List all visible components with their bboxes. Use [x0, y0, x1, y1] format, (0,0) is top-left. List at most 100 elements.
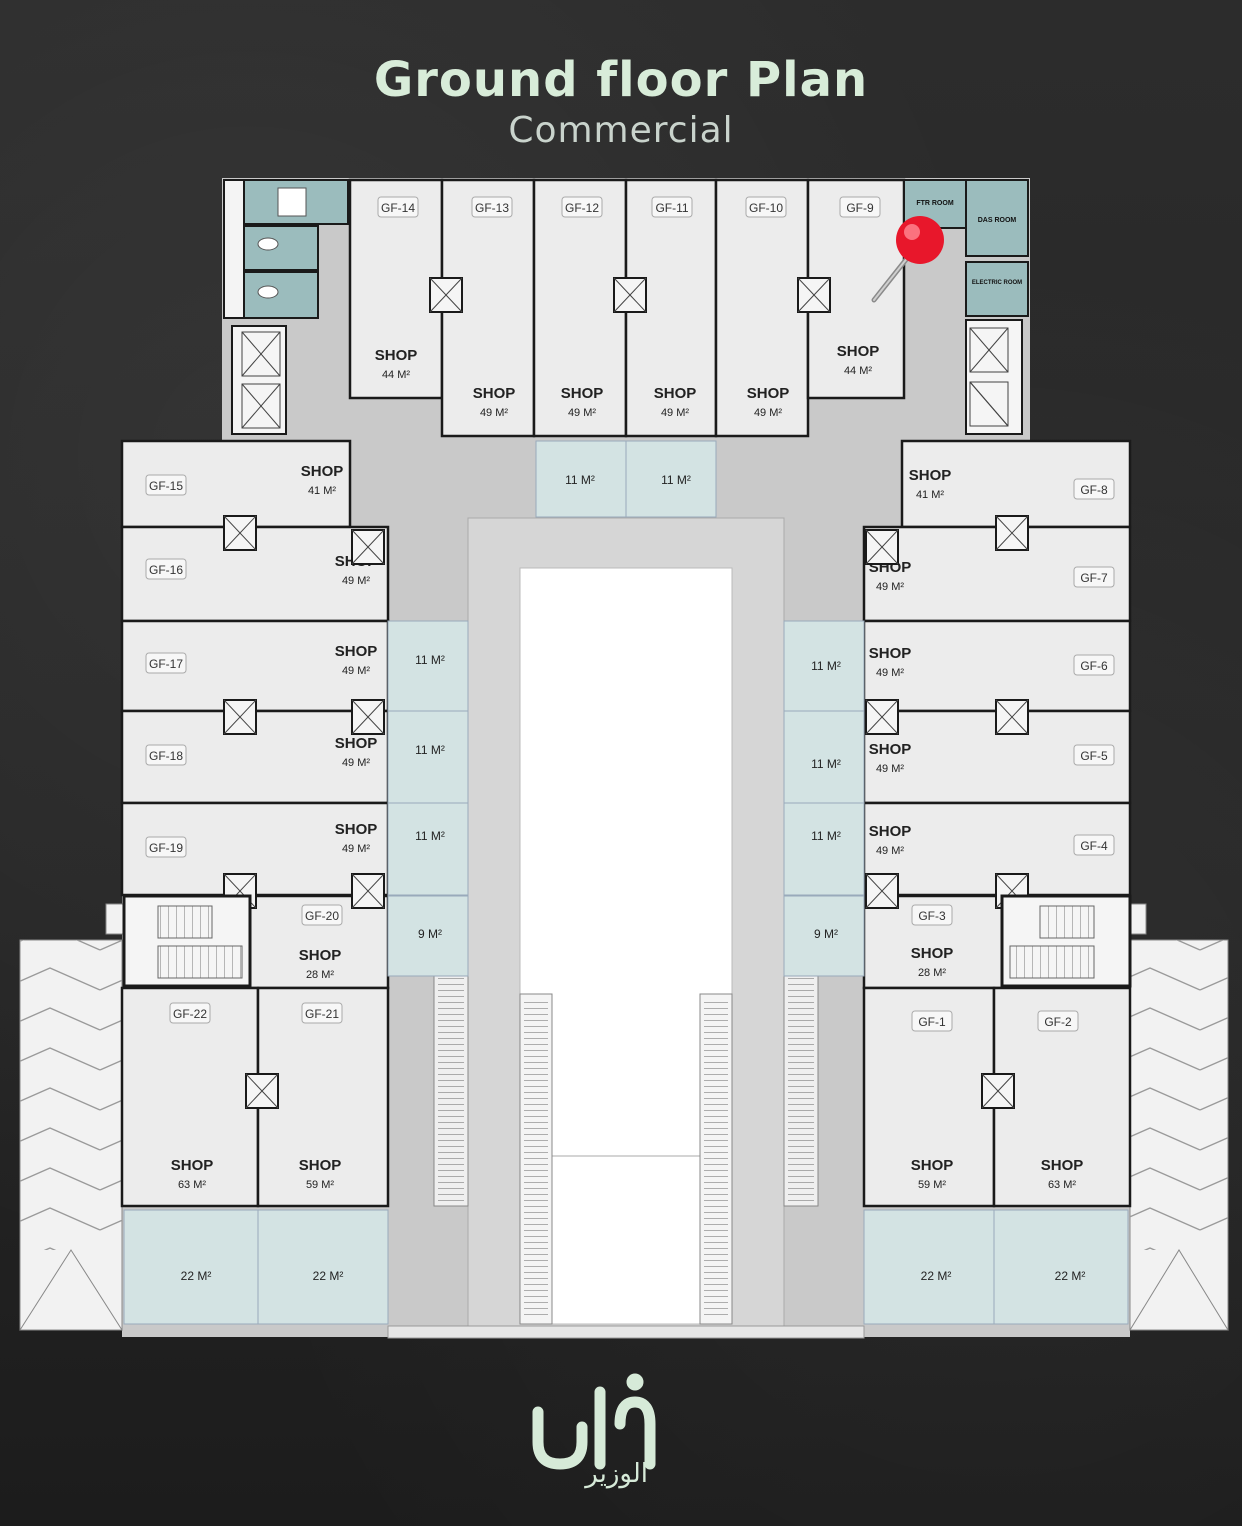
unit-area: 63 M²: [1048, 1179, 1076, 1191]
shop-unit-gf-6[interactable]: GF-6 SHOP 49 M²: [862, 619, 1132, 713]
unit-tag: [1037, 1010, 1079, 1032]
kiosk-unit[interactable]: 11 M²: [625, 440, 717, 518]
unit-id: GF-5: [1080, 749, 1108, 763]
unit-area: 41 M²: [308, 485, 336, 497]
shaft-icon: [865, 873, 899, 909]
unit-tag: [145, 652, 187, 674]
shop-unit-gf-15[interactable]: GF-15 SHOP 41 M²: [120, 439, 352, 529]
kiosk-unit[interactable]: 11 M²: [387, 710, 469, 804]
kiosk-unit[interactable]: 22 M²: [257, 1209, 389, 1325]
kiosk-unit[interactable]: 22 M²: [863, 1209, 995, 1325]
unit-type: SHOP: [869, 741, 912, 758]
unit-id: GF-9: [846, 201, 874, 215]
unit-area: 49 M²: [876, 581, 904, 593]
brand-logo: الوزير: [520, 1372, 720, 1496]
unit-id: GF-4: [1080, 839, 1108, 853]
unit-id: GF-6: [1080, 659, 1108, 673]
kiosk-area: 11 M²: [415, 743, 445, 757]
unit-area: 44 M²: [382, 369, 410, 381]
location-pin-icon[interactable]: [871, 216, 944, 303]
unit-tag: [911, 904, 953, 926]
shaft-icon: [995, 699, 1029, 735]
unit-tag: [169, 1002, 211, 1024]
kiosk-unit[interactable]: 9 M²: [783, 895, 865, 977]
unit-id: GF-2: [1044, 1015, 1072, 1029]
unit-type: SHOP: [473, 385, 516, 402]
kiosk-area: 22 M²: [921, 1269, 952, 1283]
shaft-icon: [865, 529, 899, 565]
unit-tag: [145, 744, 187, 766]
unit-tag: [301, 904, 343, 926]
unit-tag: [911, 1010, 953, 1032]
unit-tag: [145, 474, 187, 496]
unit-area: 49 M²: [876, 845, 904, 857]
unit-tag: [471, 196, 513, 218]
shaft-icon: [429, 277, 463, 313]
unit-id: GF-12: [565, 201, 599, 215]
kiosk-unit[interactable]: 22 M²: [123, 1209, 259, 1325]
kiosk-unit[interactable]: 11 M²: [783, 620, 865, 712]
unit-type: SHOP: [869, 645, 912, 662]
shaft-icon: [223, 699, 257, 735]
unit-type: SHOP: [335, 821, 378, 838]
kiosk-area: 11 M²: [811, 757, 841, 771]
kiosk-unit[interactable]: 11 M²: [535, 440, 627, 518]
shaft-icon: [797, 277, 831, 313]
unit-id: GF-1: [918, 1015, 946, 1029]
shaft-icon: [223, 515, 257, 551]
unit-id: GF-20: [305, 909, 339, 923]
unit-area: 49 M²: [342, 843, 370, 855]
unit-area: 28 M²: [306, 969, 334, 981]
unit-id: GF-22: [173, 1007, 207, 1021]
elevators: [231, 319, 1023, 435]
das-room-label: DAS ROOM: [978, 217, 1017, 224]
unit-area: 49 M²: [661, 407, 689, 419]
unit-id: GF-13: [475, 201, 509, 215]
unit-area: 41 M²: [916, 489, 944, 501]
shaft-icon: [865, 699, 899, 735]
kiosk-unit[interactable]: 11 M²: [783, 802, 865, 896]
unit-tag: [145, 836, 187, 858]
unit-id: GF-21: [305, 1007, 339, 1021]
unit-tag: [301, 1002, 343, 1024]
kiosk-area: 11 M²: [415, 653, 445, 667]
kiosk-area: 9 M²: [814, 927, 838, 941]
kiosk-unit[interactable]: 9 M²: [387, 895, 469, 977]
unit-type: SHOP: [911, 1157, 954, 1174]
unit-area: 49 M²: [876, 667, 904, 679]
shaft-icon: [351, 873, 385, 909]
kiosk-area: 22 M²: [1055, 1269, 1086, 1283]
unit-type: SHOP: [301, 463, 344, 480]
unit-id: GF-17: [149, 657, 183, 671]
kiosk-area: 22 M²: [181, 1269, 212, 1283]
kiosk-area: 11 M²: [661, 473, 691, 487]
unit-id: GF-3: [918, 909, 946, 923]
unit-id: GF-15: [149, 479, 183, 493]
unit-tag: [1073, 654, 1115, 676]
unit-area: 49 M²: [480, 407, 508, 419]
kiosk-unit[interactable]: 11 M²: [387, 620, 469, 712]
shaft-icon: [981, 1073, 1015, 1109]
kiosk-unit[interactable]: 22 M²: [993, 1209, 1129, 1325]
unit-tag: [651, 196, 693, 218]
kiosk-unit[interactable]: 11 M²: [387, 802, 469, 896]
kiosk-area: 11 M²: [415, 829, 445, 843]
kiosk-unit[interactable]: 11 M²: [783, 710, 865, 804]
unit-id: GF-18: [149, 749, 183, 763]
unit-area: 49 M²: [342, 665, 370, 677]
unit-type: SHOP: [869, 823, 912, 840]
unit-type: SHOP: [837, 343, 880, 360]
